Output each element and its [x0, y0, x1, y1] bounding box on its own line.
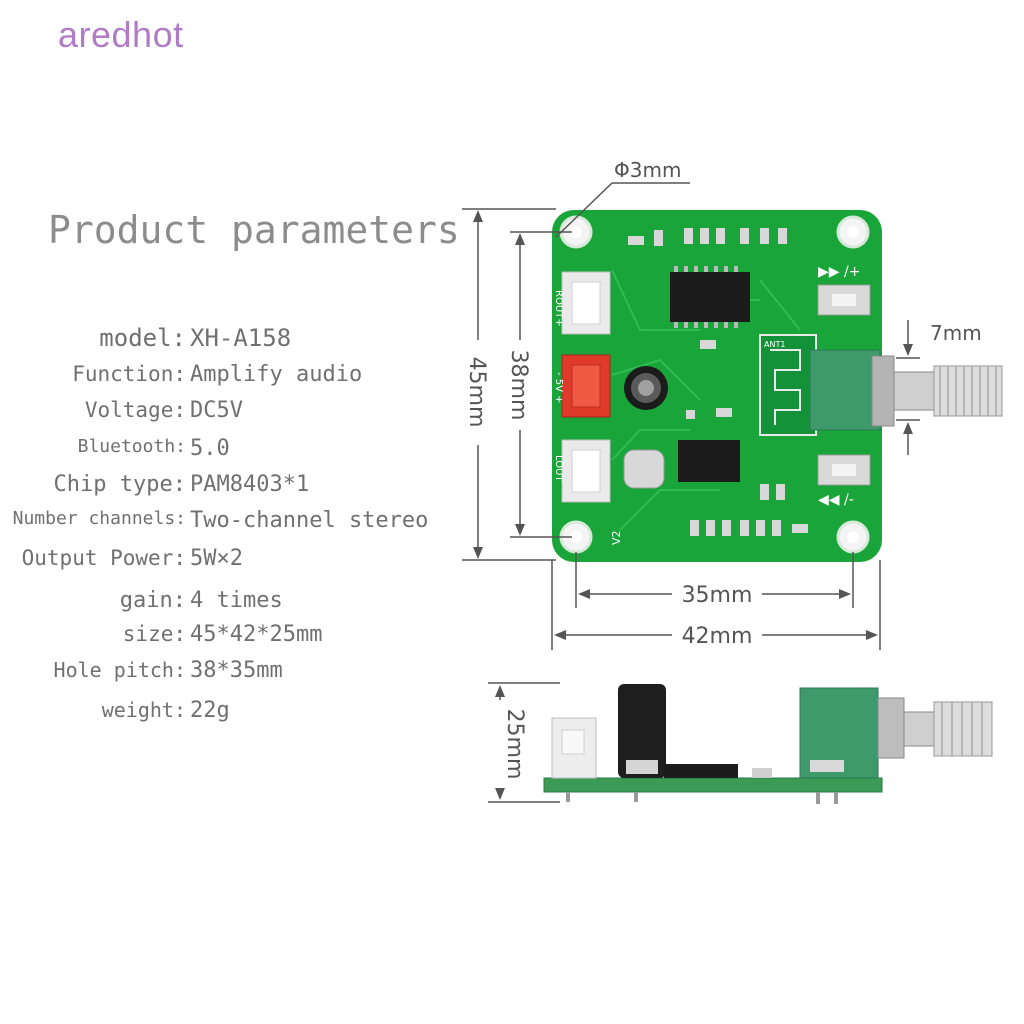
board-label-lout: LOUT [553, 455, 564, 482]
volume-down-button [817, 454, 871, 486]
parameter-label: Number channels: [12, 508, 186, 529]
dimension-label-7mm: 7mm [930, 321, 982, 345]
board-label-power: - 5V + [553, 372, 564, 404]
parameter-row: size:45*42*25mm [0, 622, 450, 656]
parameter-label: model: [99, 324, 186, 352]
dimension-label-45mm: 45mm [464, 357, 489, 428]
volume-up-button [817, 284, 871, 316]
dimension-label-42mm: 42mm [682, 624, 753, 649]
page-title: Product parameters [48, 208, 460, 252]
svg-text:◀◀ /-: ◀◀ /- [818, 492, 854, 508]
pcb-side-view [543, 684, 993, 804]
side-capacitor [618, 684, 666, 778]
side-pcb [543, 777, 883, 793]
watermark-text: aredhot [58, 14, 184, 55]
parameter-row: Bluetooth:5.0 [0, 436, 450, 470]
connector-lout [561, 439, 611, 503]
parameter-label: Hole pitch: [53, 658, 186, 682]
board-label-rout: ROUT+ [553, 290, 564, 327]
connector-power [561, 354, 611, 418]
parameter-value: DC5V [190, 398, 243, 423]
parameter-value: Two-channel stereo [190, 508, 429, 533]
crystal-oscillator [623, 449, 665, 489]
parameter-row: gain:4 times [0, 588, 450, 622]
connector-rout [561, 271, 611, 335]
parameter-label: Function: [72, 362, 186, 386]
dimension-label-25mm: 25mm [502, 709, 527, 780]
parameter-row: Output Power:5W×2 [0, 546, 450, 580]
parameter-value: 38*35mm [190, 658, 283, 683]
board-label-antenna: ANT1 [764, 340, 785, 349]
parameter-value: PAM8403*1 [190, 472, 310, 497]
side-ic [664, 764, 738, 778]
parameter-value: XH-A158 [190, 324, 292, 352]
parameter-label: Bluetooth: [77, 436, 186, 457]
ic-chip-pam8403 [678, 440, 740, 482]
parameter-value: 45*42*25mm [190, 622, 323, 647]
svg-text:▶▶ /+: ▶▶ /+ [818, 264, 860, 280]
parameter-row: Chip type:PAM8403*1 [0, 472, 450, 506]
pcb-top-view: ▶▶ /+ ◀◀ /- V2 ROUT+ - 5V + LOUT ANT1 [552, 210, 1003, 562]
hole-leader-line [555, 182, 613, 238]
parameter-value: 4 times [190, 588, 283, 613]
parameter-value: 5.0 [190, 436, 230, 461]
parameter-label: gain: [119, 588, 186, 613]
parameter-row: Function:Amplify audio [0, 362, 450, 396]
parameter-row: Number channels:Two-channel stereo [0, 508, 450, 542]
electrolytic-capacitor [624, 366, 668, 410]
mounting-holes [559, 215, 870, 554]
dimension-label-38mm: 38mm [506, 350, 531, 421]
parameter-label: size: [122, 622, 186, 646]
ic-chip-upper [670, 272, 750, 322]
parameter-label: weight: [101, 698, 186, 722]
potentiometer [809, 349, 1003, 431]
parameter-row: Hole pitch:38*35mm [0, 658, 450, 692]
parameter-label: Output Power: [21, 546, 186, 570]
bluetooth-antenna [759, 334, 817, 436]
dimension-label-hole: Φ3mm [614, 158, 681, 182]
parameter-value: Amplify audio [190, 362, 363, 387]
parameter-value: 22g [190, 698, 230, 723]
parameter-label: Voltage: [84, 398, 186, 422]
board-version-label: V2 [610, 530, 623, 545]
parameter-row: model:XH-A158 [0, 324, 450, 358]
parameter-value: 5W×2 [190, 546, 243, 571]
parameter-row: weight:22g [0, 698, 450, 732]
parameter-label: Chip type: [53, 472, 186, 497]
parameter-row: Voltage:DC5V [0, 398, 450, 432]
dimension-label-35mm: 35mm [682, 583, 753, 608]
